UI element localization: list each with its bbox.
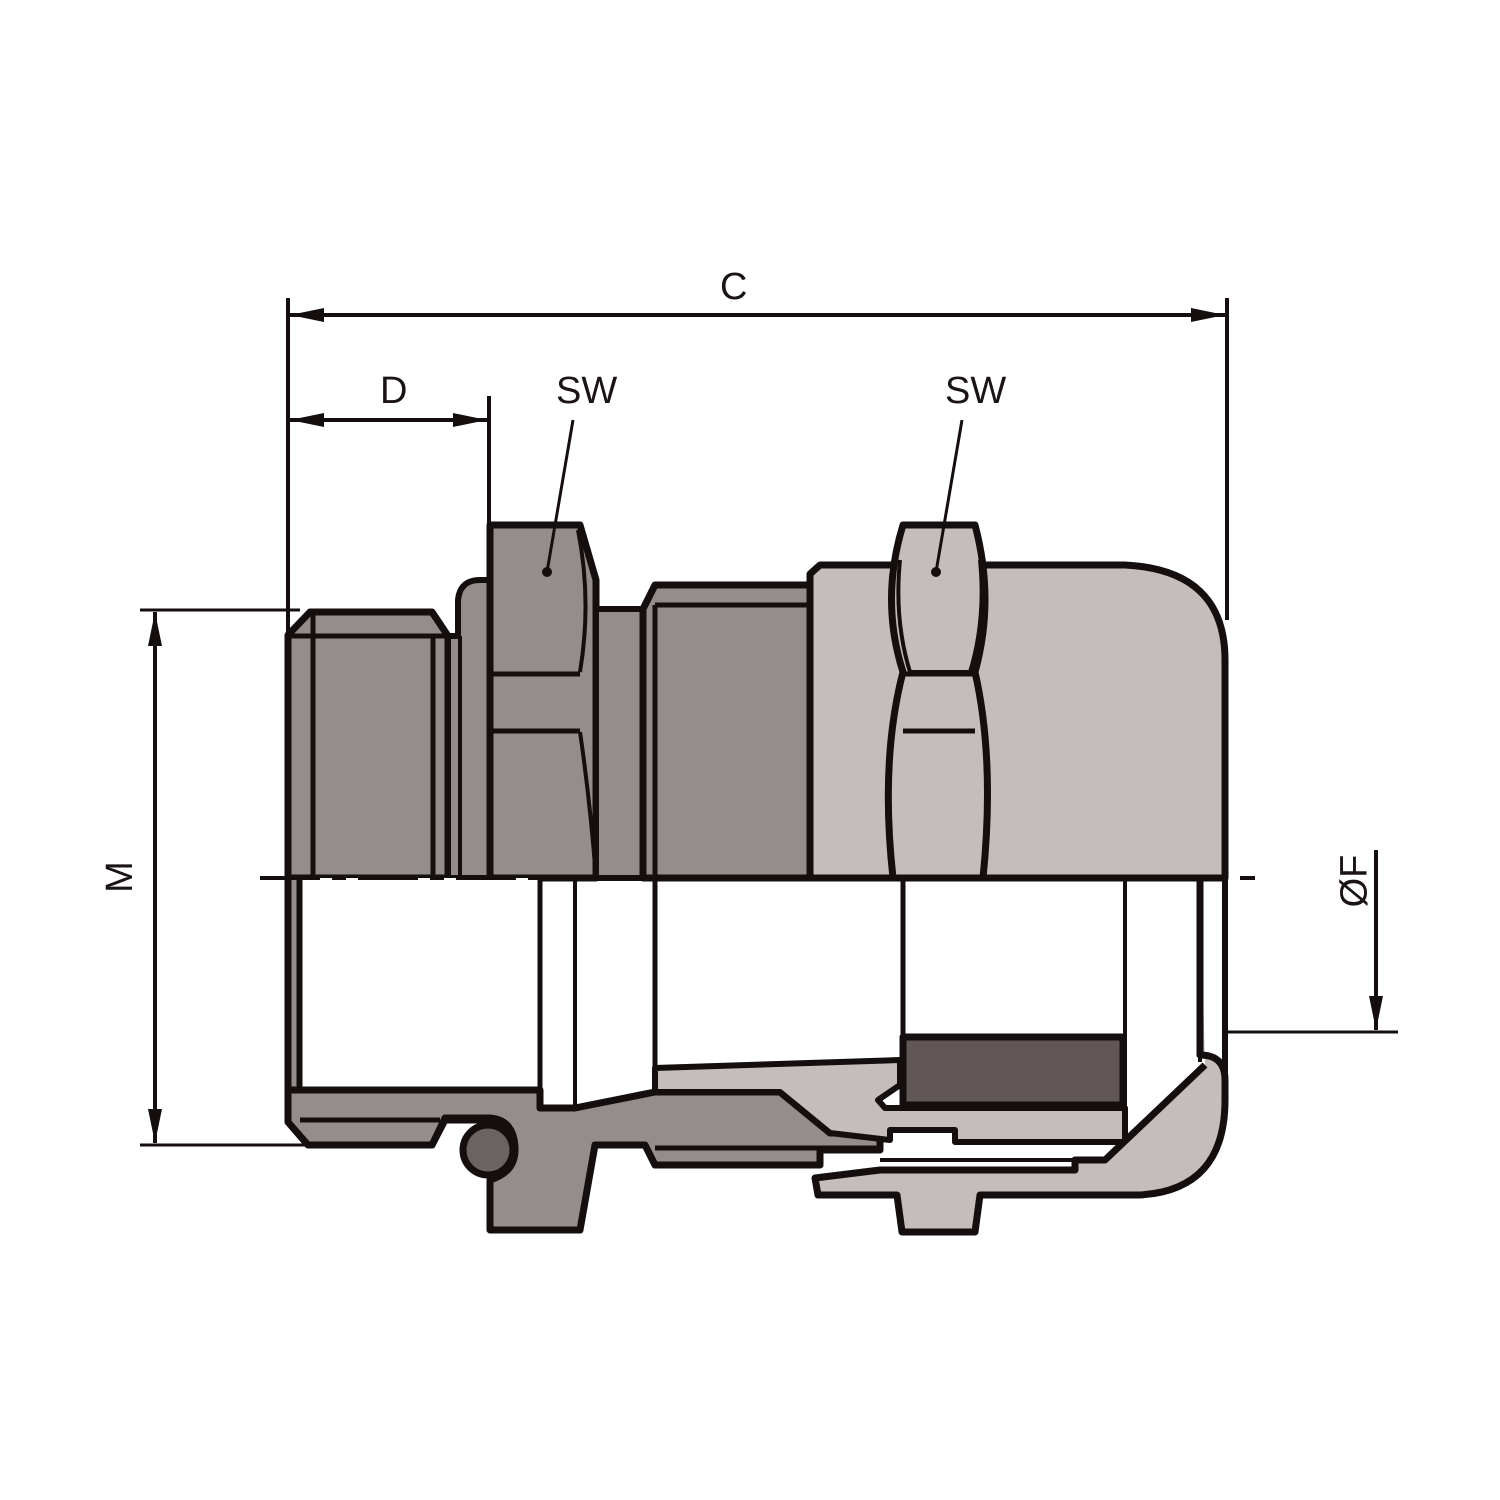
label-f: ØF [1333,854,1376,908]
sw-leader-2 [934,419,964,573]
label-sw-cap: SW [945,370,1007,412]
sw-leader-1 [545,419,575,573]
body-neck [593,606,646,881]
label-sw-body: SW [556,370,618,412]
label-m: M [98,861,141,893]
dimension-lines [140,298,1398,1147]
cap-nut-lower [811,878,1229,1236]
body-shoulder [445,577,493,881]
body-section-lower [284,1086,884,1234]
cap-hex [884,521,991,882]
o-ring [459,1121,517,1179]
body-hex [486,521,600,882]
clamping-insert [652,1057,1128,1145]
label-c: C [720,266,748,308]
label-d: D [380,370,408,412]
pressure-ring [639,581,814,882]
cap-nut [806,561,1229,882]
sealing-insert [899,1033,1127,1109]
gland-section-lower [284,878,1229,1236]
gland-exterior-upper [284,521,1229,882]
